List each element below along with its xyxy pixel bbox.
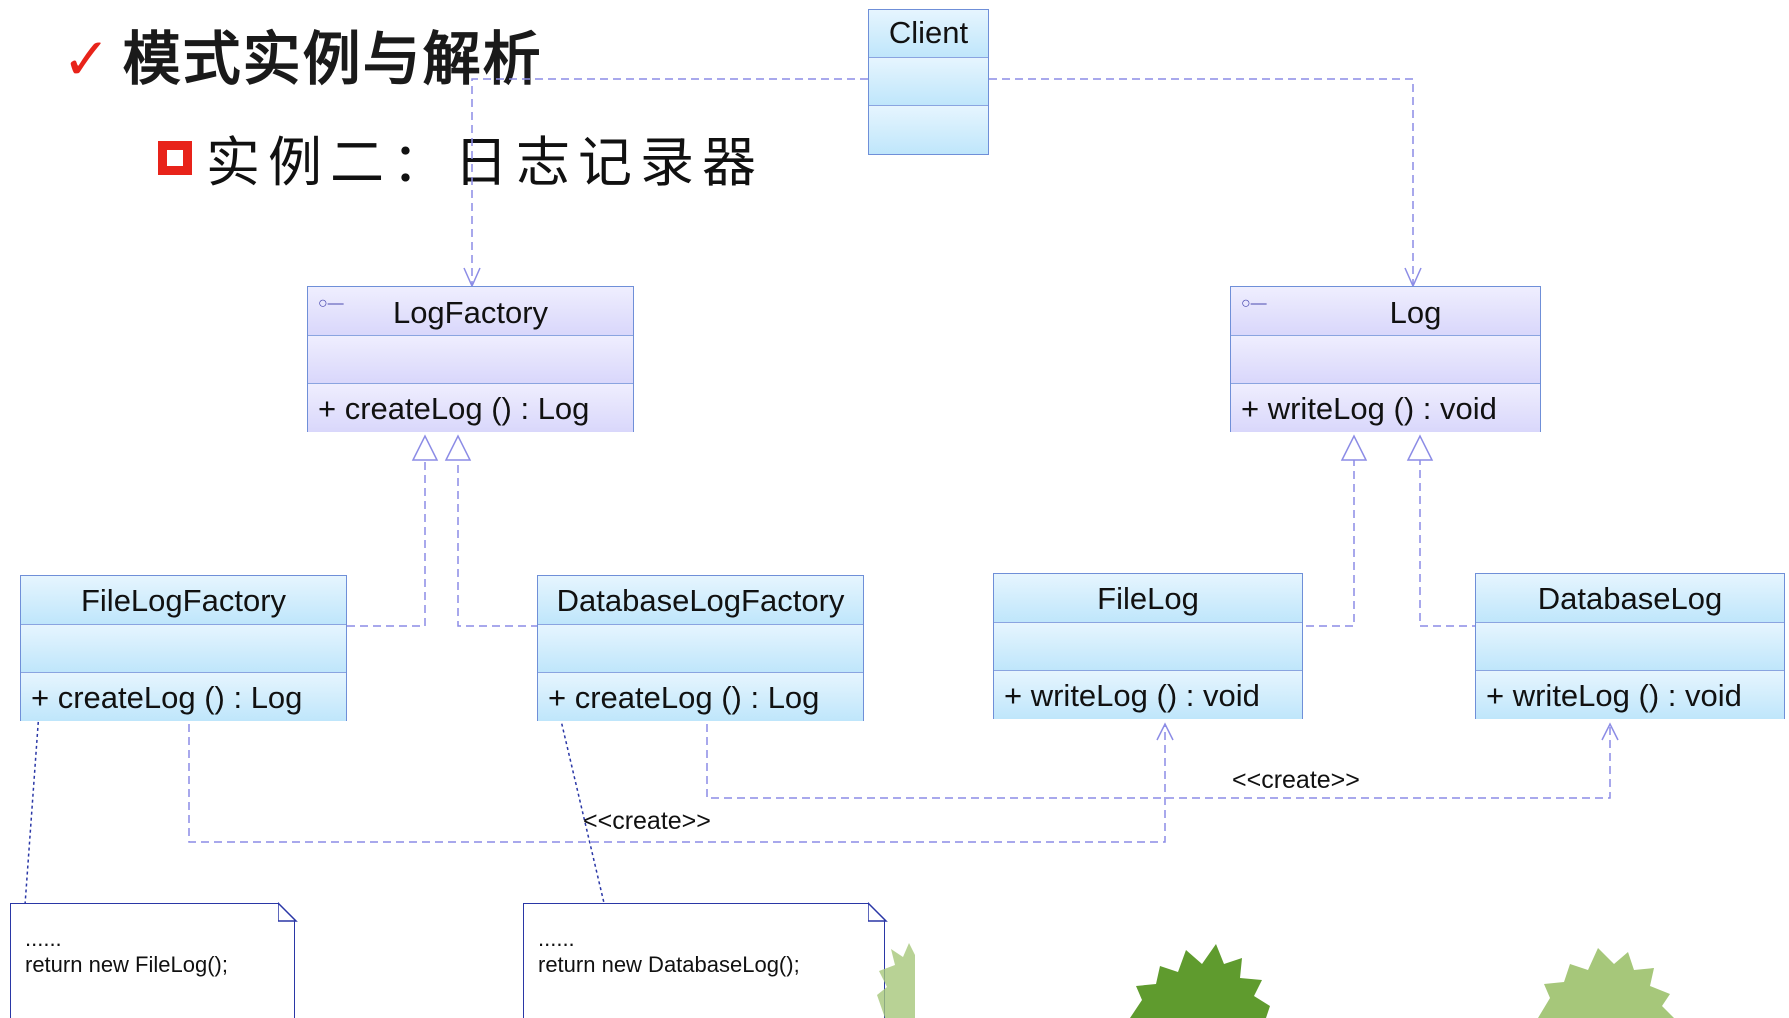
slide-title-text: 模式实例与解析 [122, 25, 543, 93]
note-fold-icon [867, 901, 888, 922]
class-client-operations [869, 106, 988, 154]
interface-logfactory[interactable]: ○— LogFactory + createLog () : Log [307, 286, 634, 432]
create-label-databaselog: <<create>> [1232, 766, 1360, 794]
create-label-filelog: <<create>> [583, 807, 711, 835]
class-filelog[interactable]: FileLog + writeLog () : void [993, 573, 1303, 719]
class-filelog-attributes [994, 623, 1302, 671]
note-dots: ...... [25, 926, 62, 951]
foliage-decoration-icon [1538, 948, 1674, 1018]
interface-log-name: Log [1231, 287, 1540, 336]
interface-logfactory-attributes [308, 336, 633, 384]
class-filelog-name: FileLog [994, 574, 1302, 623]
slide-title: ✓模式实例与解析 [62, 12, 543, 96]
square-bullet-icon [158, 140, 192, 175]
class-filelogfactory[interactable]: FileLogFactory + createLog () : Log [20, 575, 347, 721]
foliage-decoration-icon [1130, 944, 1270, 1018]
interface-icon: ○— [318, 295, 344, 312]
interface-logfactory-operation: + createLog () : Log [308, 384, 633, 432]
class-filelogfactory-attributes [21, 625, 346, 673]
note-filelogfactory: ...... return new FileLog(); [10, 901, 298, 1018]
note-dots: ...... [538, 926, 575, 951]
slide-subtitle-text: 实例二：日志记录器 [206, 131, 764, 194]
class-databaselog[interactable]: DatabaseLog + writeLog () : void [1475, 573, 1785, 719]
interface-log-attributes [1231, 336, 1540, 384]
class-databaselogfactory-attributes [538, 625, 863, 673]
check-icon: ✓ [62, 25, 113, 93]
class-databaselog-name: DatabaseLog [1476, 574, 1784, 623]
class-databaselog-operation: + writeLog () : void [1476, 671, 1784, 719]
interface-icon: ○— [1241, 295, 1267, 312]
class-client-attributes [869, 58, 988, 106]
class-databaselogfactory[interactable]: DatabaseLogFactory + createLog () : Log [537, 575, 864, 721]
note-databaselogfactory: ...... return new DatabaseLog(); [523, 901, 888, 1018]
class-client-name: Client [869, 10, 988, 58]
note-code: return new DatabaseLog(); [538, 952, 800, 977]
foliage-decoration-icon [877, 943, 915, 1018]
class-databaselogfactory-name: DatabaseLogFactory [538, 576, 863, 625]
interface-logfactory-name: LogFactory [308, 287, 633, 336]
class-databaselogfactory-operation: + createLog () : Log [538, 673, 863, 721]
note-code: return new FileLog(); [25, 952, 228, 977]
class-client[interactable]: Client [868, 9, 989, 155]
interface-log-operation: + writeLog () : void [1231, 384, 1540, 432]
class-filelogfactory-operation: + createLog () : Log [21, 673, 346, 721]
class-databaselog-attributes [1476, 623, 1784, 671]
class-filelogfactory-name: FileLogFactory [21, 576, 346, 625]
interface-log[interactable]: ○— Log + writeLog () : void [1230, 286, 1541, 432]
slide-subtitle: 实例二：日志记录器 [158, 118, 764, 197]
note-fold-icon [277, 901, 298, 922]
class-filelog-operation: + writeLog () : void [994, 671, 1302, 719]
